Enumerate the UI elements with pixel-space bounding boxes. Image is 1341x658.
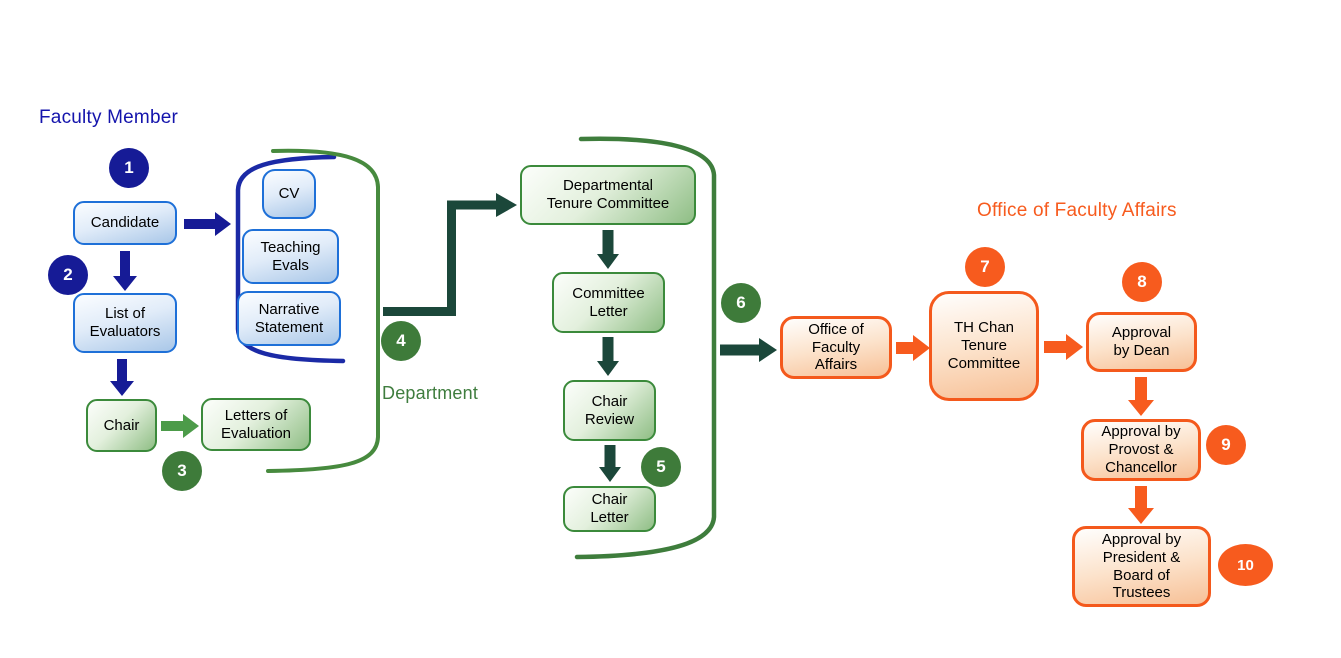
box-office-of-faculty-affairs: Office of Faculty Affairs	[780, 316, 892, 379]
box-approval-by-president-board: Approval by President & Board of Trustee…	[1072, 526, 1211, 607]
box-list-of-evaluators: List of Evaluators	[73, 293, 177, 353]
box-chair-letter: Chair Letter	[563, 486, 656, 532]
box-candidate-label: Candidate	[90, 214, 160, 232]
step-1-badge: 1	[109, 148, 149, 188]
box-teaching-evals: Teaching Evals	[242, 229, 339, 284]
arrow-thchan-to-dean	[1044, 334, 1083, 360]
step-5-badge: 5	[641, 447, 681, 487]
step-3-badge: 3	[162, 451, 202, 491]
arrow-list-to-chair	[110, 359, 134, 396]
box-approval-by-president-board-label: Approval by President & Board of Trustee…	[1101, 531, 1182, 602]
box-chair-review: Chair Review	[563, 380, 656, 441]
box-chair-letter-label: Chair Letter	[590, 491, 629, 526]
box-th-chan-tenure-committee-label: TH Chan Tenure Committee	[947, 319, 1021, 372]
box-th-chan-tenure-committee: TH Chan Tenure Committee	[929, 291, 1039, 401]
box-chair-label: Chair	[103, 416, 140, 434]
step-6-badge: 6	[721, 283, 761, 323]
box-departmental-tenure-committee: Departmental Tenure Committee	[520, 165, 696, 225]
box-committee-letter: Committee Letter	[552, 272, 665, 333]
arrow-candidate-to-documents	[184, 212, 231, 236]
box-approval-by-dean: Approval by Dean	[1086, 312, 1197, 372]
box-approval-by-provost-chancellor-label: Approval by Provost & Chancellor	[1101, 423, 1181, 476]
box-approval-by-dean-label: Approval by Dean	[1111, 324, 1172, 359]
box-cv: CV	[262, 169, 316, 219]
faculty-member-title: Faculty Member	[39, 107, 179, 128]
arrow-candidate-to-list	[113, 251, 137, 291]
box-narrative-statement-label: Narrative Statement	[254, 300, 324, 336]
arrow-elbow-head	[496, 193, 517, 217]
box-departmental-tenure-committee-label: Departmental Tenure Committee	[546, 177, 670, 212]
box-letters-of-evaluation-label: Letters of Evaluation	[220, 406, 292, 442]
arrow-chair-to-letters	[161, 414, 199, 438]
step-7-badge: 7	[965, 247, 1005, 287]
arrow-letter-to-chair-review	[597, 337, 619, 376]
box-approval-by-provost-chancellor: Approval by Provost & Chancellor	[1081, 419, 1201, 481]
box-teaching-evals-label: Teaching Evals	[260, 238, 321, 274]
arrow-elbow-to-dept-committee	[383, 200, 497, 316]
box-list-of-evaluators-label: List of Evaluators	[89, 305, 161, 340]
arrow-provost-to-president	[1128, 486, 1154, 524]
box-office-of-faculty-affairs-label: Office of Faculty Affairs	[808, 320, 864, 374]
arrow-dean-to-provost	[1128, 377, 1154, 416]
arrow-ofa-to-thchan	[896, 335, 930, 361]
step-4-badge: 4	[381, 321, 421, 361]
step-2-badge: 2	[48, 255, 88, 295]
step-9-badge: 9	[1206, 425, 1246, 465]
box-chair: Chair	[86, 399, 157, 452]
box-candidate: Candidate	[73, 201, 177, 245]
arrow-bracket-to-ofa	[720, 338, 777, 362]
department-label: Department	[382, 383, 479, 403]
box-chair-review-label: Chair Review	[584, 392, 635, 428]
box-letters-of-evaluation: Letters of Evaluation	[201, 398, 311, 451]
arrow-committee-to-letter	[597, 230, 619, 269]
step-10-badge: 10	[1218, 544, 1273, 586]
arrow-chair-review-to-chair-letter	[599, 445, 621, 482]
office-of-faculty-affairs-title: Office of Faculty Affairs	[977, 200, 1177, 221]
box-cv-label: CV	[278, 185, 300, 203]
box-committee-letter-label: Committee Letter	[572, 284, 645, 320]
box-narrative-statement: Narrative Statement	[237, 291, 341, 346]
step-8-badge: 8	[1122, 262, 1162, 302]
